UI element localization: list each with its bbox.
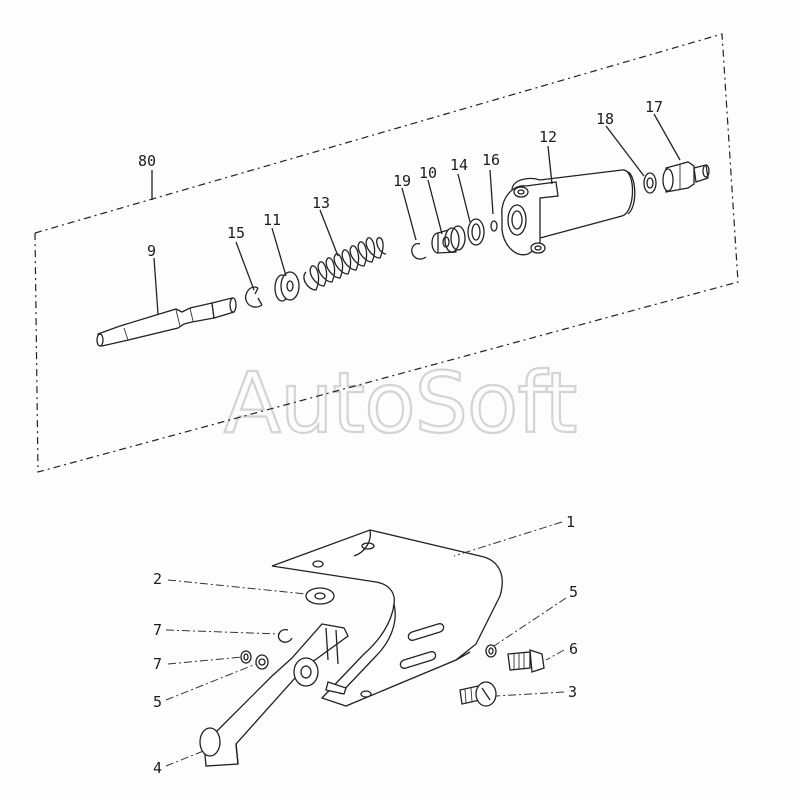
part-6-bolt xyxy=(507,649,545,673)
callout-19: 19 xyxy=(393,172,411,190)
callout-16: 16 xyxy=(482,151,500,169)
part-4-pedal-lever xyxy=(199,623,349,767)
part-17-fitting xyxy=(662,161,710,193)
part-2-washer xyxy=(305,587,335,605)
callout-15: 15 xyxy=(227,224,245,242)
callout-7-lower: 7 xyxy=(153,655,162,673)
callout-12: 12 xyxy=(539,128,557,146)
part-3-screw xyxy=(459,681,497,707)
callout-17: 17 xyxy=(645,98,663,116)
part-11-nut xyxy=(274,271,300,302)
callout-9: 9 xyxy=(147,242,156,260)
callout-14: 14 xyxy=(450,156,468,174)
callout-80: 80 xyxy=(138,152,156,170)
part-16-o-ring xyxy=(490,220,498,232)
assembly-80-boundary xyxy=(34,33,739,473)
part-7-upper-snap-ring xyxy=(277,629,293,643)
callout-1: 1 xyxy=(566,513,575,531)
callout-5-left: 5 xyxy=(153,693,162,711)
part-5-right-washer xyxy=(485,644,497,658)
callout-3: 3 xyxy=(568,683,577,701)
callout-5-right: 5 xyxy=(569,583,578,601)
part-12-cylinder-body xyxy=(501,169,636,256)
callout-11: 11 xyxy=(263,211,281,229)
watermark-text: AutoSoft xyxy=(224,354,577,452)
callout-labels: 80 9 15 11 13 19 10 14 16 12 18 17 1 2 7… xyxy=(138,98,663,777)
part-14-seal-ring xyxy=(467,218,485,246)
part-9-shaft xyxy=(96,297,237,347)
callout-18: 18 xyxy=(596,110,614,128)
part-10-piston xyxy=(431,225,466,254)
leader-lines xyxy=(151,113,681,767)
callout-13: 13 xyxy=(312,194,330,212)
callout-7-upper: 7 xyxy=(153,621,162,639)
part-19-snap-ring xyxy=(411,243,427,260)
pivot-pin xyxy=(325,681,347,695)
part-18-washer xyxy=(643,172,657,194)
part-15-snap-ring xyxy=(244,286,263,308)
callout-6: 6 xyxy=(569,640,578,658)
callout-2: 2 xyxy=(153,570,162,588)
part-13-spring xyxy=(303,237,387,291)
part-1-bracket xyxy=(271,529,503,707)
part-7-lower-clip xyxy=(240,650,252,664)
callout-10: 10 xyxy=(419,164,437,182)
callout-4: 4 xyxy=(153,759,162,777)
part-5-left-washer xyxy=(255,654,269,670)
